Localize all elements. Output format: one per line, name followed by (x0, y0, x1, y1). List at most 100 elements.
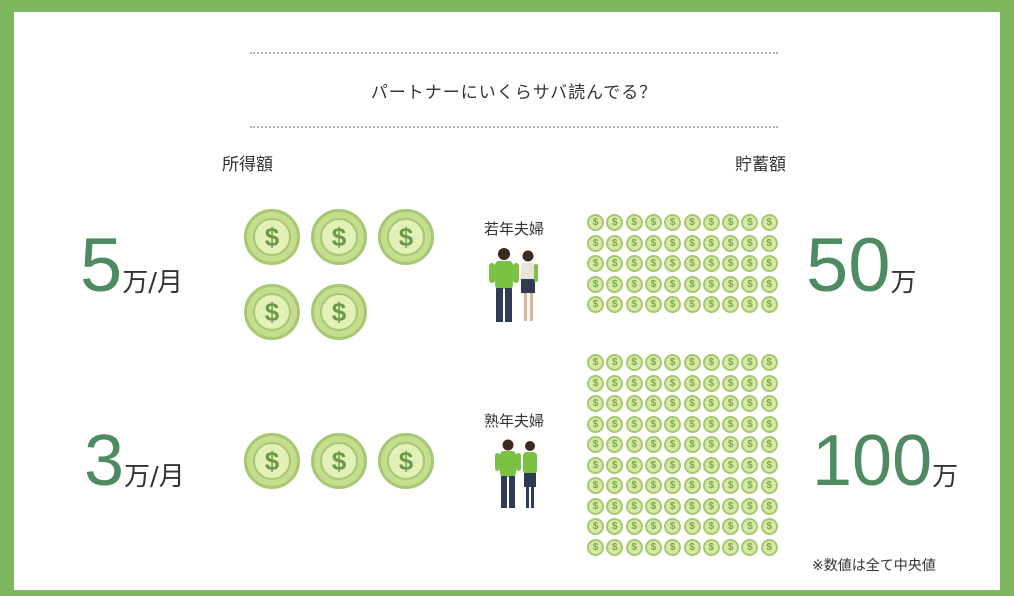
mini-coin-icon: $ (587, 374, 604, 392)
mini-coin-icon: $ (625, 456, 643, 474)
mini-coin-icon: $ (606, 214, 624, 231)
mini-coin-icon: $ (664, 415, 682, 433)
mini-coin-icon: $ (606, 477, 624, 494)
savings-mature-unit: 万 (932, 462, 959, 492)
mini-coin-icon: $ (587, 518, 604, 535)
mini-coin-icon: $ (683, 296, 701, 313)
mini-coin-icon: $ (760, 477, 778, 494)
mini-coin-icon: $ (741, 477, 759, 494)
mini-coin-icon: $ (702, 374, 720, 392)
mini-coin-icon: $ (683, 234, 701, 252)
mini-coin-icon: $ (587, 296, 604, 313)
coin-icon: $ (378, 209, 434, 265)
mini-coin-icon: $ (644, 395, 662, 412)
mini-coin-icon: $ (644, 234, 662, 252)
coin-symbol: $ (253, 218, 291, 256)
mini-coin-icon: $ (625, 214, 643, 231)
mini-coin-icon: $ (664, 354, 682, 371)
mini-coin-icon: $ (741, 436, 759, 453)
mini-coin-icon: $ (606, 518, 624, 535)
mini-coin-icon: $ (722, 518, 740, 535)
mini-coin-icon: $ (683, 354, 701, 371)
mini-coin-icon: $ (702, 497, 720, 515)
mini-coin-icon: $ (760, 255, 778, 272)
coin-icon: $ (311, 433, 367, 489)
mini-coin-icon: $ (587, 456, 604, 474)
mini-coin-icon: $ (741, 255, 759, 272)
mini-coin-icon: $ (625, 477, 643, 494)
mini-coin-icon: $ (760, 456, 778, 474)
couple-label-young: 若年夫婦 (484, 220, 545, 238)
mini-coin-icon: $ (625, 234, 643, 252)
mini-coin-icon: $ (587, 497, 604, 515)
mini-coin-icon: $ (683, 497, 701, 515)
infographic-title: パートナーにいくらサバ読んでる？ (370, 83, 658, 103)
mini-coin-icon: $ (722, 275, 740, 293)
income-mature: 3万/月 (84, 425, 185, 497)
mini-coin-icon: $ (760, 415, 778, 433)
top-divider (250, 52, 778, 54)
mini-coin-icon: $ (625, 415, 643, 433)
mini-coin-icon: $ (683, 275, 701, 293)
mini-coin-icon: $ (760, 234, 778, 252)
mini-coin-icon: $ (587, 275, 604, 293)
income-young-value: 5 (80, 223, 123, 308)
coin-icon: $ (311, 209, 367, 265)
mini-coin-icon: $ (760, 214, 778, 231)
mini-coin-icon: $ (644, 354, 662, 371)
mini-coin-icon: $ (664, 436, 682, 453)
coin-icon: $ (311, 284, 367, 340)
mini-coin-icon: $ (722, 538, 740, 556)
coin-symbol: $ (387, 442, 425, 480)
mini-coin-icon: $ (702, 415, 720, 433)
couple-label-mature: 熟年夫婦 (484, 412, 545, 430)
mini-coin-icon: $ (625, 354, 643, 371)
mini-coin-icon: $ (644, 296, 662, 313)
mini-coin-icon: $ (702, 518, 720, 535)
mini-coin-icon: $ (741, 374, 759, 392)
mini-coin-icon: $ (760, 374, 778, 392)
mini-coin-icon: $ (644, 214, 662, 231)
mini-coin-icon: $ (741, 456, 759, 474)
bottom-divider (250, 126, 778, 128)
mini-coin-icon: $ (760, 275, 778, 293)
mini-coin-icon: $ (644, 456, 662, 474)
mini-coin-icon: $ (683, 214, 701, 231)
mini-coin-icon: $ (664, 538, 682, 556)
mini-coin-icon: $ (664, 255, 682, 272)
mini-coin-icon: $ (722, 214, 740, 231)
mini-coin-icon: $ (606, 497, 624, 515)
mini-coin-icon: $ (664, 456, 682, 474)
mini-coin-icon: $ (606, 234, 624, 252)
mini-coin-icon: $ (722, 255, 740, 272)
mini-coin-icon: $ (644, 538, 662, 556)
savings-young: 50万 (806, 228, 917, 304)
mini-coin-icon: $ (644, 497, 662, 515)
mini-coin-icon: $ (760, 395, 778, 412)
coin-symbol: $ (320, 293, 358, 331)
mini-coin-icon: $ (683, 374, 701, 392)
mini-coin-icon: $ (741, 538, 759, 556)
mini-coin-icon: $ (587, 436, 604, 453)
mini-coin-icon: $ (760, 538, 778, 556)
coin-icon: $ (244, 284, 300, 340)
income-young: 5万/月 (80, 228, 183, 304)
mini-coin-icon: $ (741, 395, 759, 412)
coin-symbol: $ (387, 218, 425, 256)
mini-coin-icon: $ (644, 275, 662, 293)
mini-coin-icon: $ (587, 415, 604, 433)
mini-coin-icon: $ (702, 234, 720, 252)
mini-coin-icon: $ (664, 395, 682, 412)
mini-coin-icon: $ (702, 255, 720, 272)
mini-coin-icon: $ (606, 538, 624, 556)
coin-symbol: $ (320, 442, 358, 480)
coin-symbol: $ (253, 442, 291, 480)
mini-coin-icon: $ (683, 415, 701, 433)
mini-coin-icon: $ (644, 436, 662, 453)
mini-coin-icon: $ (587, 214, 604, 231)
mini-coin-icon: $ (702, 477, 720, 494)
income-mature-unit: 万/月 (124, 462, 185, 492)
mini-coin-icon: $ (722, 374, 740, 392)
mini-coin-icon: $ (606, 456, 624, 474)
mini-coin-icon: $ (606, 354, 624, 371)
